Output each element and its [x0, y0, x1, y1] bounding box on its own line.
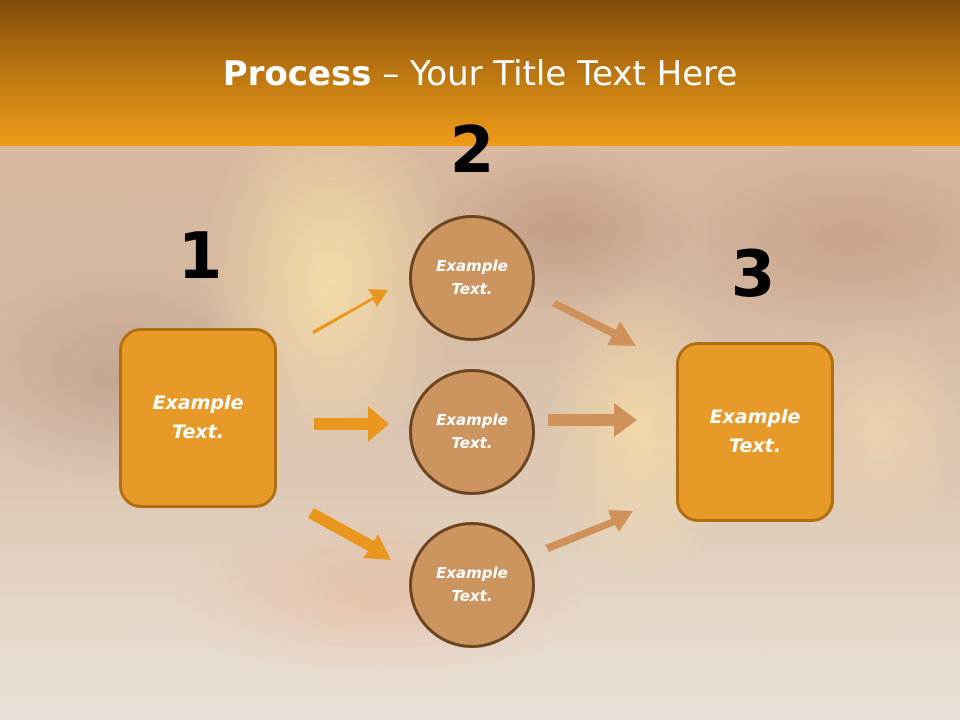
title-rest: – Your Title Text Here — [371, 54, 738, 94]
step-3-box[interactable]: Example Text. — [676, 342, 834, 522]
circle-label: Example Text. — [436, 257, 508, 298]
step-1-label: Example Text. — [152, 392, 244, 443]
step-3-label: Example Text. — [709, 406, 801, 457]
step-number-1[interactable]: 1 — [177, 220, 223, 294]
step-number-3[interactable]: 3 — [730, 238, 776, 312]
step-number-2[interactable]: 2 — [449, 114, 495, 188]
arrow-right-icon[interactable] — [545, 510, 633, 552]
arrow-right-icon[interactable] — [548, 403, 637, 437]
step-2-circle-bottom[interactable]: Example Text. — [409, 522, 535, 648]
circle-label: Example Text. — [436, 411, 508, 452]
circle-label: Example Text. — [436, 564, 508, 605]
title-bold: Process — [222, 54, 372, 94]
step-1-box[interactable]: Example Text. — [119, 328, 277, 508]
arrow-right-icon[interactable] — [552, 300, 636, 346]
title-bar: Process – Your Title Text Here — [0, 0, 960, 146]
step-2-circle-top[interactable]: Example Text. — [409, 215, 535, 341]
arrow-right-icon[interactable] — [314, 406, 389, 442]
arrow-right-icon[interactable] — [308, 508, 391, 560]
slide-title[interactable]: Process – Your Title Text Here — [0, 50, 960, 98]
arrow-right-icon[interactable] — [312, 289, 388, 334]
step-2-circle-middle[interactable]: Example Text. — [409, 369, 535, 495]
